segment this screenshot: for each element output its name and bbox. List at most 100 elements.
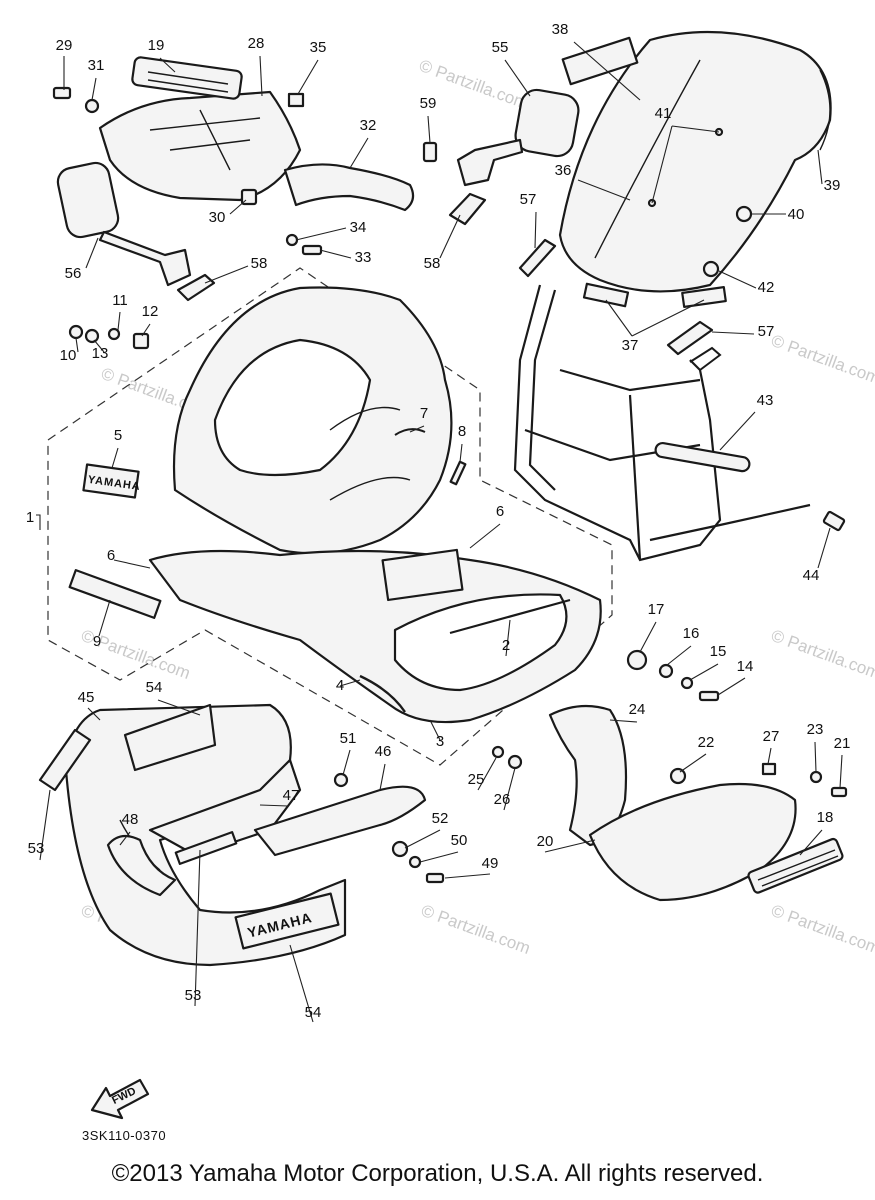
callout-7: 7 <box>420 405 428 422</box>
decal-54-upper <box>123 703 217 772</box>
callout-23: 23 <box>807 721 824 738</box>
callout-11: 11 <box>112 292 128 309</box>
callout-32: 32 <box>360 117 377 134</box>
pin-8 <box>449 460 467 486</box>
washer-23 <box>809 770 823 784</box>
callout-50: 50 <box>451 832 468 849</box>
callout-54: 54 <box>146 679 163 696</box>
callout-54: 54 <box>305 1004 322 1021</box>
callout-33: 33 <box>355 249 372 266</box>
side-strip-9 <box>68 569 162 619</box>
callout-29: 29 <box>56 37 73 54</box>
grommet-42 <box>702 260 720 278</box>
callout-26: 26 <box>494 791 511 808</box>
yamaha-decal-54 <box>234 892 340 950</box>
callout-56: 56 <box>65 265 82 282</box>
watermark: © Partzilla.com <box>419 901 533 958</box>
callout-42: 42 <box>758 279 775 296</box>
gasket-58-right <box>448 192 487 226</box>
callout-19: 19 <box>148 37 165 54</box>
callout-38: 38 <box>552 21 569 38</box>
callout-15: 15 <box>710 643 727 660</box>
screw-21 <box>830 786 848 798</box>
callout-12: 12 <box>142 303 159 320</box>
decal-53 <box>38 728 92 792</box>
windscreen <box>558 30 832 293</box>
callout-9: 9 <box>93 633 101 650</box>
callout-10: 10 <box>60 347 77 364</box>
callout-44: 44 <box>803 567 820 584</box>
bracket-57-top <box>518 238 557 278</box>
bolt-59 <box>422 141 438 163</box>
callout-28: 28 <box>248 35 265 52</box>
callout-58: 58 <box>424 255 441 272</box>
callout-48: 48 <box>122 811 139 828</box>
mirror-right <box>514 88 580 158</box>
callout-31: 31 <box>88 57 105 74</box>
callout-5: 5 <box>114 427 122 444</box>
callout-52: 52 <box>432 810 449 827</box>
callout-30: 30 <box>209 209 226 226</box>
trim-7 <box>394 428 426 436</box>
callout-57: 57 <box>758 323 775 340</box>
collar-52 <box>391 840 409 858</box>
clip-35 <box>287 92 305 108</box>
reflector-decal <box>381 548 464 602</box>
callout-57: 57 <box>520 191 537 208</box>
callout-36: 36 <box>555 162 572 179</box>
callout-6: 6 <box>496 503 504 520</box>
callout-47: 47 <box>283 787 300 804</box>
nut-51 <box>333 772 349 788</box>
callout-25: 25 <box>468 771 485 788</box>
callout-18: 18 <box>817 809 834 826</box>
bracket-46 <box>253 785 427 857</box>
collar-15 <box>680 676 694 690</box>
callout-17: 17 <box>648 601 665 618</box>
callout-1: 1 <box>26 509 34 526</box>
callout-8: 8 <box>458 423 466 440</box>
trim-37a <box>582 282 630 308</box>
bolt-49 <box>425 872 445 884</box>
callout-34: 34 <box>350 219 367 236</box>
callout-27: 27 <box>763 728 780 745</box>
bolt-44 <box>822 510 846 532</box>
callout-2: 2 <box>502 637 510 654</box>
trim-4 <box>359 674 406 713</box>
watermark: © Partzilla.com <box>769 331 875 388</box>
screen-sticker-38 <box>561 36 639 86</box>
mirror-right-stem <box>456 138 524 187</box>
mirror-left-stem <box>98 230 192 287</box>
bracket-32 <box>283 163 415 212</box>
edge-trim-39 <box>819 69 831 151</box>
callout-58: 58 <box>251 255 268 272</box>
callout-40: 40 <box>788 206 805 223</box>
cowling-stay-frame <box>513 284 811 562</box>
callout-35: 35 <box>310 39 327 56</box>
callout-51: 51 <box>340 730 357 747</box>
headlight-opening <box>213 338 372 477</box>
callout-55: 55 <box>492 39 509 56</box>
grommet-40 <box>735 205 753 223</box>
bolt-14 <box>698 690 720 702</box>
callout-16: 16 <box>683 625 700 642</box>
callout-21: 21 <box>834 735 851 752</box>
nut-22 <box>669 767 687 785</box>
strip-47 <box>174 831 238 865</box>
copyright-notice: ©2013 Yamaha Motor Corporation, U.S.A. A… <box>111 1160 764 1187</box>
callout-14: 14 <box>737 658 754 675</box>
washer-16 <box>658 663 674 679</box>
leader-lines <box>36 41 843 1023</box>
screw-33 <box>301 244 323 256</box>
clip-27 <box>761 762 777 776</box>
callout-46: 46 <box>375 743 392 760</box>
yamaha-emblem-5 <box>82 463 140 499</box>
callout-45: 45 <box>78 689 95 706</box>
callout-43: 43 <box>757 392 774 409</box>
washer-34 <box>285 233 299 247</box>
callout-4: 4 <box>336 677 344 694</box>
panel-48 <box>106 834 177 897</box>
screw-25 <box>491 745 505 759</box>
callout-59: 59 <box>420 95 437 112</box>
callout-53: 53 <box>185 987 202 1004</box>
callout-53: 53 <box>28 840 45 857</box>
